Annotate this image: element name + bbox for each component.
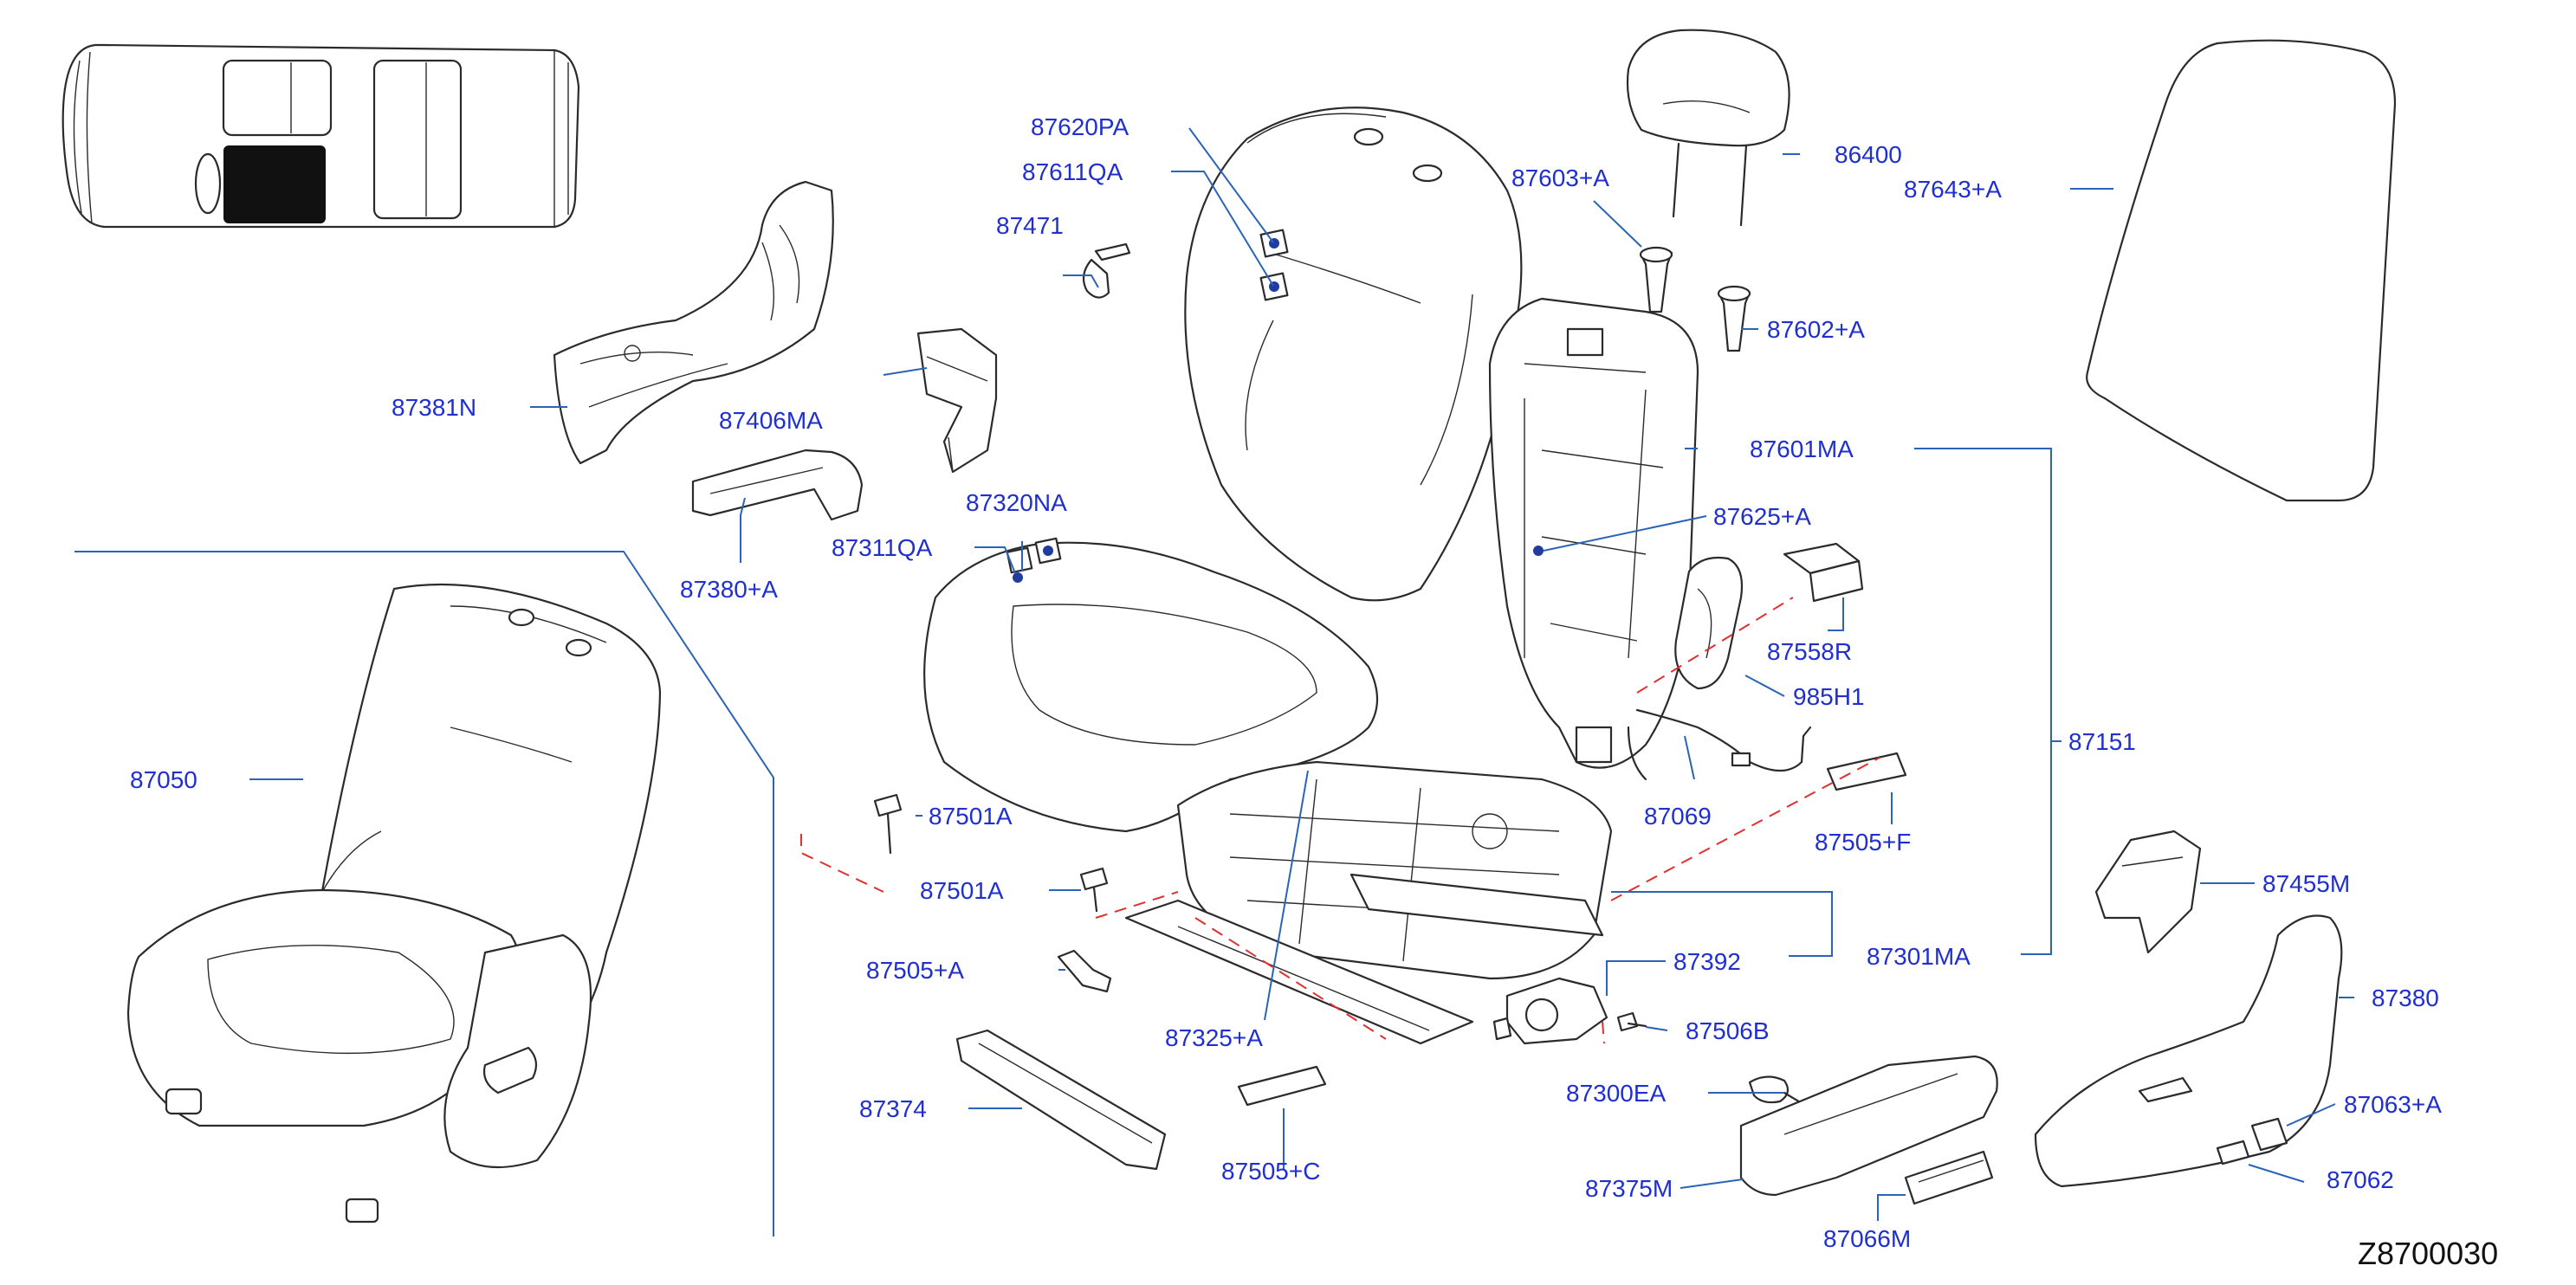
side-cover-icon (1739, 1055, 1998, 1197)
part-label-87505F: 87505+F (1815, 829, 1911, 856)
part-label-87380: 87380 (2372, 985, 2439, 1011)
assembly-boundary-line (74, 551, 774, 1237)
clip-icon (1237, 1065, 1327, 1107)
part-label-87501A-1: 87501A (929, 803, 1013, 830)
part-label-87620PA: 87620PA (1031, 113, 1129, 140)
back-finisher-icon (553, 180, 834, 465)
part-label-87406MA: 87406MA (719, 407, 823, 434)
complete-seat-assembly-icon (126, 583, 662, 1224)
part-label-87392: 87392 (1673, 948, 1741, 975)
headrest-guide-icon (1639, 246, 1673, 313)
part-label-87455M: 87455M (2262, 870, 2350, 897)
bolt-icon (1616, 1011, 1647, 1032)
leader-lines (249, 127, 2354, 1221)
small-cover-icon (691, 449, 864, 521)
part-label-87301MA: 87301MA (1867, 943, 1971, 970)
outer-finisher-icon (2034, 914, 2343, 1188)
part-label-87558R: 87558R (1767, 638, 1852, 665)
part-label-86400: 86400 (1835, 141, 1902, 168)
clip-icon (1748, 1075, 1812, 1110)
part-label-87050: 87050 (130, 766, 197, 793)
part-label-87069: 87069 (1644, 803, 1712, 830)
headrest-icon (1626, 29, 1790, 227)
part-label-87611QA: 87611QA (1022, 158, 1123, 185)
seat-switch-icon (1904, 1150, 1994, 1205)
highlighted-seat-marker (223, 145, 326, 223)
part-label-87062: 87062 (2327, 1166, 2394, 1193)
hook-icon (1082, 242, 1131, 299)
part-label-87505A: 87505+A (866, 957, 964, 984)
part-label-87601MA: 87601MA (1750, 436, 1854, 462)
clip-icon (1826, 752, 1907, 791)
rail-cover-icon (955, 1029, 1167, 1171)
clip-icon (1057, 949, 1112, 993)
headrest-guide-icon (1717, 285, 1751, 352)
bolt-icon (1079, 867, 1109, 913)
part-label-87151: 87151 (2068, 728, 2136, 755)
knob-icon (2216, 1140, 2250, 1166)
diagram-code: Z8700030 (2358, 1236, 2498, 1271)
power-motor-icon (1492, 977, 1608, 1045)
back-board-icon (2086, 39, 2397, 502)
seatback-frame-icon (1488, 297, 1699, 769)
part-label-87063A: 87063+A (2344, 1091, 2442, 1118)
part-label-87501A-2: 87501A (920, 877, 1004, 904)
part-label-87300EA: 87300EA (1566, 1080, 1667, 1107)
bracket-icon (2094, 830, 2202, 954)
part-label-87374: 87374 (859, 1095, 927, 1122)
clip-icon (1783, 542, 1864, 603)
bolt-icon (873, 793, 903, 855)
part-label-87471: 87471 (996, 212, 1064, 239)
vehicle-locator-icon (61, 43, 580, 229)
part-label-87066M: 87066M (1823, 1225, 1911, 1252)
wire-harness-icon (1575, 708, 1812, 781)
part-label-87381N: 87381N (392, 394, 476, 421)
part-label-87506B: 87506B (1686, 1017, 1770, 1044)
part-label-87375M: 87375M (1585, 1175, 1673, 1202)
seat-rail-icon (1124, 873, 1604, 1045)
alignment-guides (800, 597, 1880, 1044)
part-label-87325A: 87325+A (1165, 1024, 1263, 1051)
bracket-icon (916, 327, 998, 474)
knob-icon (2250, 1117, 2288, 1152)
part-label-87603A: 87603+A (1511, 165, 1609, 191)
seatback-cushion-icon (1184, 107, 1523, 602)
part-label-985H1: 985H1 (1793, 683, 1865, 710)
part-label-87380A: 87380+A (680, 576, 778, 603)
part-label-87311QA: 87311QA (832, 534, 933, 561)
part-label-87505C: 87505+C (1221, 1158, 1320, 1185)
seat-cushion-icon (923, 537, 1378, 833)
part-label-87602A: 87602+A (1767, 316, 1865, 343)
part-label-87643A: 87643+A (1904, 176, 2002, 203)
part-label-87320NA: 87320NA (966, 489, 1067, 516)
part-label-87625A: 87625+A (1713, 503, 1811, 530)
